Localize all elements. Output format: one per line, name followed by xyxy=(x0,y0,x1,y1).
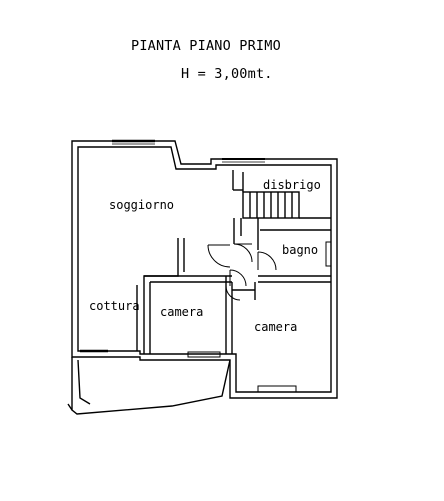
window-bottom-camera-right xyxy=(257,385,297,393)
room-label-camera-left: camera xyxy=(160,305,203,319)
room-label-camera-right: camera xyxy=(254,320,297,334)
internal-walls xyxy=(136,217,331,354)
room-label-soggiorno: soggiorno xyxy=(109,198,174,212)
window-bottom-camera-left xyxy=(187,351,221,358)
window-top-disbrigo xyxy=(222,158,265,163)
outer-walls xyxy=(71,140,338,399)
doors xyxy=(207,243,277,301)
terrace xyxy=(67,357,231,415)
window-bagno xyxy=(325,241,332,267)
height-note: H = 3,00mt. xyxy=(181,66,273,82)
window-top-soggiorno xyxy=(112,139,155,145)
stairs xyxy=(232,170,300,219)
room-label-bagno: bagno xyxy=(282,243,318,257)
room-label-cottura: cottura xyxy=(89,299,140,313)
plan-title: PIANTA PIANO PRIMO xyxy=(131,38,281,54)
room-label-disbrigo: disbrigo xyxy=(263,178,321,192)
